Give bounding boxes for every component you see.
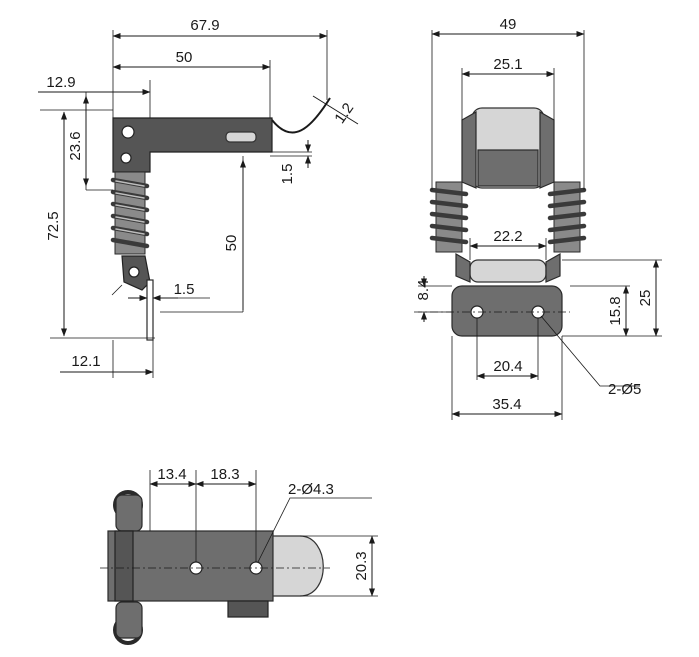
dim-25-1: 25.1 (493, 56, 522, 73)
dim-22-2: 22.2 (493, 228, 522, 245)
side-view-plate (146, 279, 154, 341)
dim-13-4: 13.4 (157, 466, 186, 483)
front-view-left-arm (461, 110, 477, 189)
top-view: 13.4 18.3 2-Ø4.3 20.3 (100, 466, 378, 645)
front-view-roller-mid (477, 149, 539, 187)
front-view-lower-right (545, 252, 561, 283)
front-view-base-plate (451, 285, 563, 337)
side-view-slot (225, 131, 257, 143)
front-view-left-spring (429, 181, 469, 253)
top-holes-callout: 2-Ø4.3 (288, 481, 334, 498)
dim-50-vertical: 50 (223, 235, 240, 252)
dim-25: 25 (637, 290, 654, 307)
front-view-roller-bottom (469, 259, 547, 283)
front-holes-callout: 2-Ø5 (608, 381, 641, 398)
dim-1-2: 1.2 (331, 100, 357, 127)
front-view: 49 25.1 22.2 8.4 15.8 25 20.4 35.4 2-Ø5 (414, 16, 662, 420)
dim-18-3: 18.3 (210, 466, 239, 483)
dim-12-9: 12.9 (46, 74, 75, 91)
dim-1-5-plate: 1.5 (174, 281, 195, 298)
top-view-spring-block (114, 530, 134, 602)
side-view-pivot-top (121, 125, 135, 139)
side-view-tongue (271, 97, 331, 134)
dim-35-4: 35.4 (492, 396, 521, 413)
side-view-spring (110, 171, 150, 255)
dim-23-6: 23.6 (67, 131, 84, 160)
front-view-right-arm (539, 110, 555, 189)
dim-20-4: 20.4 (493, 358, 522, 375)
dim-50-top: 50 (176, 49, 193, 66)
top-view-hook-bottom (113, 601, 143, 645)
dim-8-4: 8.4 (415, 280, 432, 301)
dim-67-9: 67.9 (190, 17, 219, 34)
front-view-right-spring (547, 181, 587, 253)
side-view-hook-tip (111, 284, 123, 296)
dim-49: 49 (500, 16, 517, 33)
side-view-pivot-mid (120, 152, 132, 164)
dim-20-3: 20.3 (353, 551, 370, 580)
top-view-tongue (272, 535, 324, 597)
side-view: 67.9 50 12.9 1.2 23.6 72.5 1.5 50 1.5 12… (38, 17, 359, 378)
side-view-lower-pivot (128, 266, 140, 278)
top-view-lower-tab (227, 600, 269, 618)
dim-15-8: 15.8 (607, 296, 624, 325)
side-view-latch-body (112, 117, 273, 173)
dim-72-5: 72.5 (45, 211, 62, 240)
dim-1-5-right: 1.5 (279, 164, 296, 185)
top-view-hook-top (113, 490, 143, 532)
front-view-lower-left (455, 252, 471, 283)
dim-12-1: 12.1 (71, 353, 100, 370)
